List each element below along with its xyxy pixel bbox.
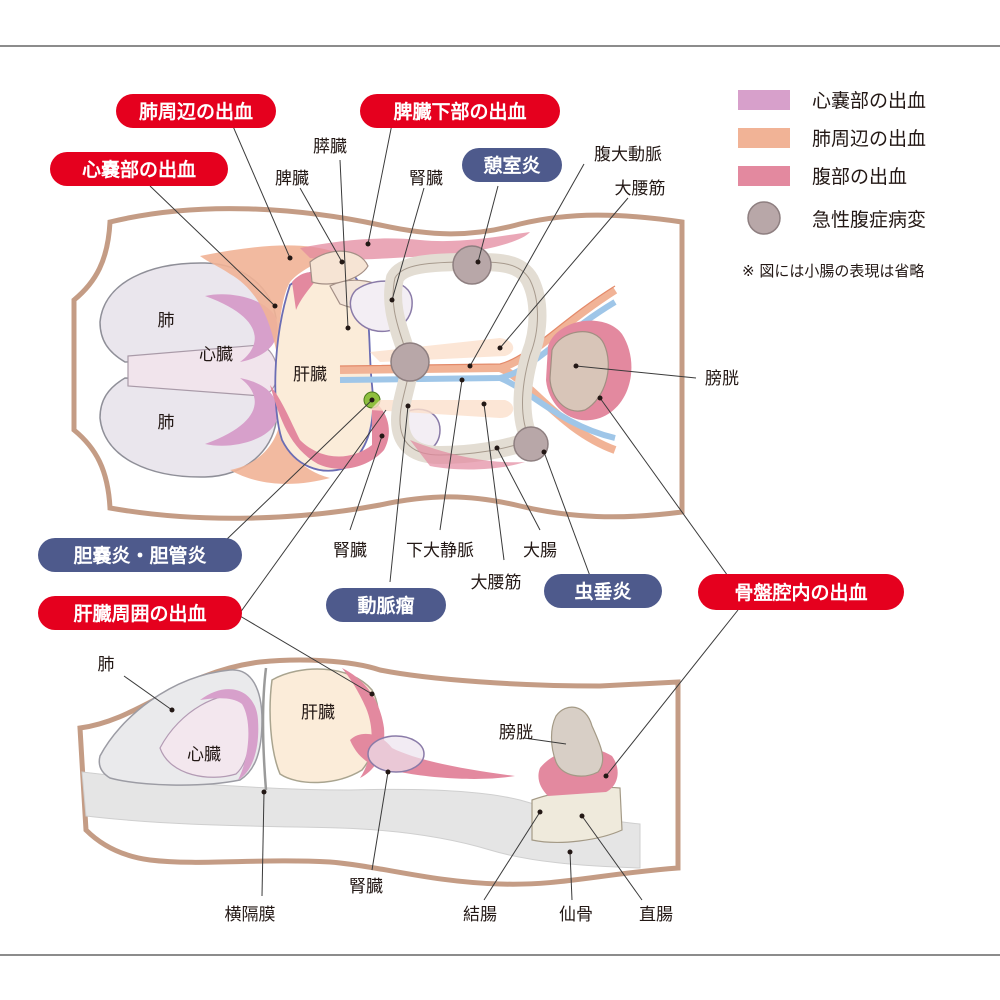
side-pericardial-bleed xyxy=(200,689,259,780)
pericardial-bleed-top xyxy=(205,294,278,362)
label-kidney-upper: 腎臓 xyxy=(409,169,443,189)
spleen-lower-bleed xyxy=(300,232,530,260)
legend-label-lung-area: 肺周辺の出血 xyxy=(812,128,926,150)
sagittal-view xyxy=(77,657,681,887)
tag-cholecystitis-text: 胆嚢炎・胆管炎 xyxy=(73,544,206,567)
side-label-rectum: 直腸 xyxy=(639,905,673,925)
leader-lines xyxy=(123,123,739,901)
label-liver: 肝臓 xyxy=(293,365,327,385)
legend-label-abdominal: 腹部の出血 xyxy=(812,166,907,188)
side-label-kidney: 腎臓 xyxy=(349,877,383,897)
label-psoas-upper: 大腰筋 xyxy=(615,179,666,199)
label-pancreas: 膵臓 xyxy=(313,137,347,157)
colon-loop-outline xyxy=(392,261,538,456)
frontal-view xyxy=(71,206,685,521)
side-bladder-shape xyxy=(550,706,604,777)
legend-note: ※ 図には小腸の表現は省略 xyxy=(742,262,924,280)
side-rectum-band xyxy=(531,786,623,843)
legend-label-lesion: 急性腹症病変 xyxy=(812,209,926,231)
side-kidney-shape xyxy=(367,735,425,773)
ivc-line-lower xyxy=(498,375,616,441)
legend-swatch-lesion xyxy=(747,201,781,235)
tag-pericardial-hemorrhage: 心嚢部の出血 xyxy=(50,152,228,186)
label-ivc: 下大静脈 xyxy=(406,541,474,561)
tag-liver-hemorrhage-text: 肝臓周囲の出血 xyxy=(73,602,206,625)
side-label-heart: 心臓 xyxy=(187,745,221,765)
tag-diverticulitis: 憩室炎 xyxy=(462,148,562,182)
tag-liver-hemorrhage: 肝臓周囲の出血 xyxy=(38,596,242,630)
bladder-shape xyxy=(549,331,609,412)
tag-appendicitis: 虫垂炎 xyxy=(544,574,662,608)
label-psoas-lower: 大腰筋 xyxy=(471,573,522,593)
tag-lung-hemorrhage: 肺周辺の出血 xyxy=(116,94,276,128)
side-label-colon: 結腸 xyxy=(463,905,497,925)
side-label-bladder: 膀胱 xyxy=(499,723,533,743)
label-kidney-lower: 腎臓 xyxy=(333,541,367,561)
label-heart: 心臓 xyxy=(199,345,233,365)
label-bladder: 膀胱 xyxy=(705,369,739,389)
legend-swatch-lung-area xyxy=(738,128,790,148)
side-label-sacrum: 仙骨 xyxy=(559,905,593,925)
label-aorta: 腹大動脈 xyxy=(594,145,662,165)
side-label-liver: 肝臓 xyxy=(301,703,335,723)
lesion-diverticulitis xyxy=(452,245,492,285)
legend-swatch-pericardial xyxy=(738,90,790,110)
lesion-aneurysm xyxy=(390,342,430,382)
spleen-shape xyxy=(309,250,369,285)
diaphragm-line xyxy=(261,667,268,791)
label-lung-lower: 肺 xyxy=(158,413,175,433)
label-spleen: 脾臓 xyxy=(275,169,309,189)
tag-pericardial-hemorrhage-text: 心嚢部の出血 xyxy=(82,158,196,181)
tag-diverticulitis-text: 憩室炎 xyxy=(483,154,540,177)
organ-labels-side: 肺 肝臓 心臓 膀胱 横隔膜 腎臓 結腸 仙骨 直腸 xyxy=(98,655,674,925)
lung-lower-shape xyxy=(99,377,277,478)
abdominal-bleed-colon xyxy=(410,440,525,470)
label-colon: 大腸 xyxy=(523,541,557,561)
tag-pelvic-hemorrhage-text: 骨盤腔内の出血 xyxy=(734,581,867,604)
tag-appendicitis-text: 虫垂炎 xyxy=(574,580,631,603)
label-lung-upper: 肺 xyxy=(158,311,175,331)
legend-label-pericardial: 心嚢部の出血 xyxy=(812,90,926,112)
liver-bleed xyxy=(270,385,389,469)
lesion-appendicitis xyxy=(513,426,549,462)
lung-area-bleed-upper xyxy=(200,245,335,350)
tag-lung-hemorrhage-text: 肺周辺の出血 xyxy=(139,100,253,123)
side-label-lung: 肺 xyxy=(98,655,115,675)
tag-aneurysm-text: 動脈瘤 xyxy=(357,594,414,617)
tag-spleen-lower-hemorrhage: 脾臓下部の出血 xyxy=(360,94,560,128)
tag-pelvic-hemorrhage: 骨盤腔内の出血 xyxy=(698,574,904,610)
legend: 心嚢部の出血 肺周辺の出血 腹部の出血 急性腹症病変 ※ 図には小腸の表現は省略 xyxy=(738,90,926,280)
leader-dots xyxy=(169,241,609,855)
legend-swatch-abdominal xyxy=(738,166,790,186)
pericardial-bleed-bottom xyxy=(205,378,278,446)
tag-cholecystitis: 胆嚢炎・胆管炎 xyxy=(38,538,242,572)
tag-aneurysm: 動脈瘤 xyxy=(326,588,446,622)
lung-area-bleed-lower xyxy=(230,420,330,484)
side-liver-shape xyxy=(269,668,380,784)
tag-spleen-lower-hemorrhage-text: 脾臓下部の出血 xyxy=(392,100,526,123)
side-label-diaphragm: 横隔膜 xyxy=(225,905,276,925)
organ-labels-top: 膵臓 脾臓 腎臓 腹大動脈 大腰筋 肺 心臓 肺 肝臓 膀胱 腎臓 下大静脈 大… xyxy=(158,137,740,593)
spine-band xyxy=(81,771,641,869)
